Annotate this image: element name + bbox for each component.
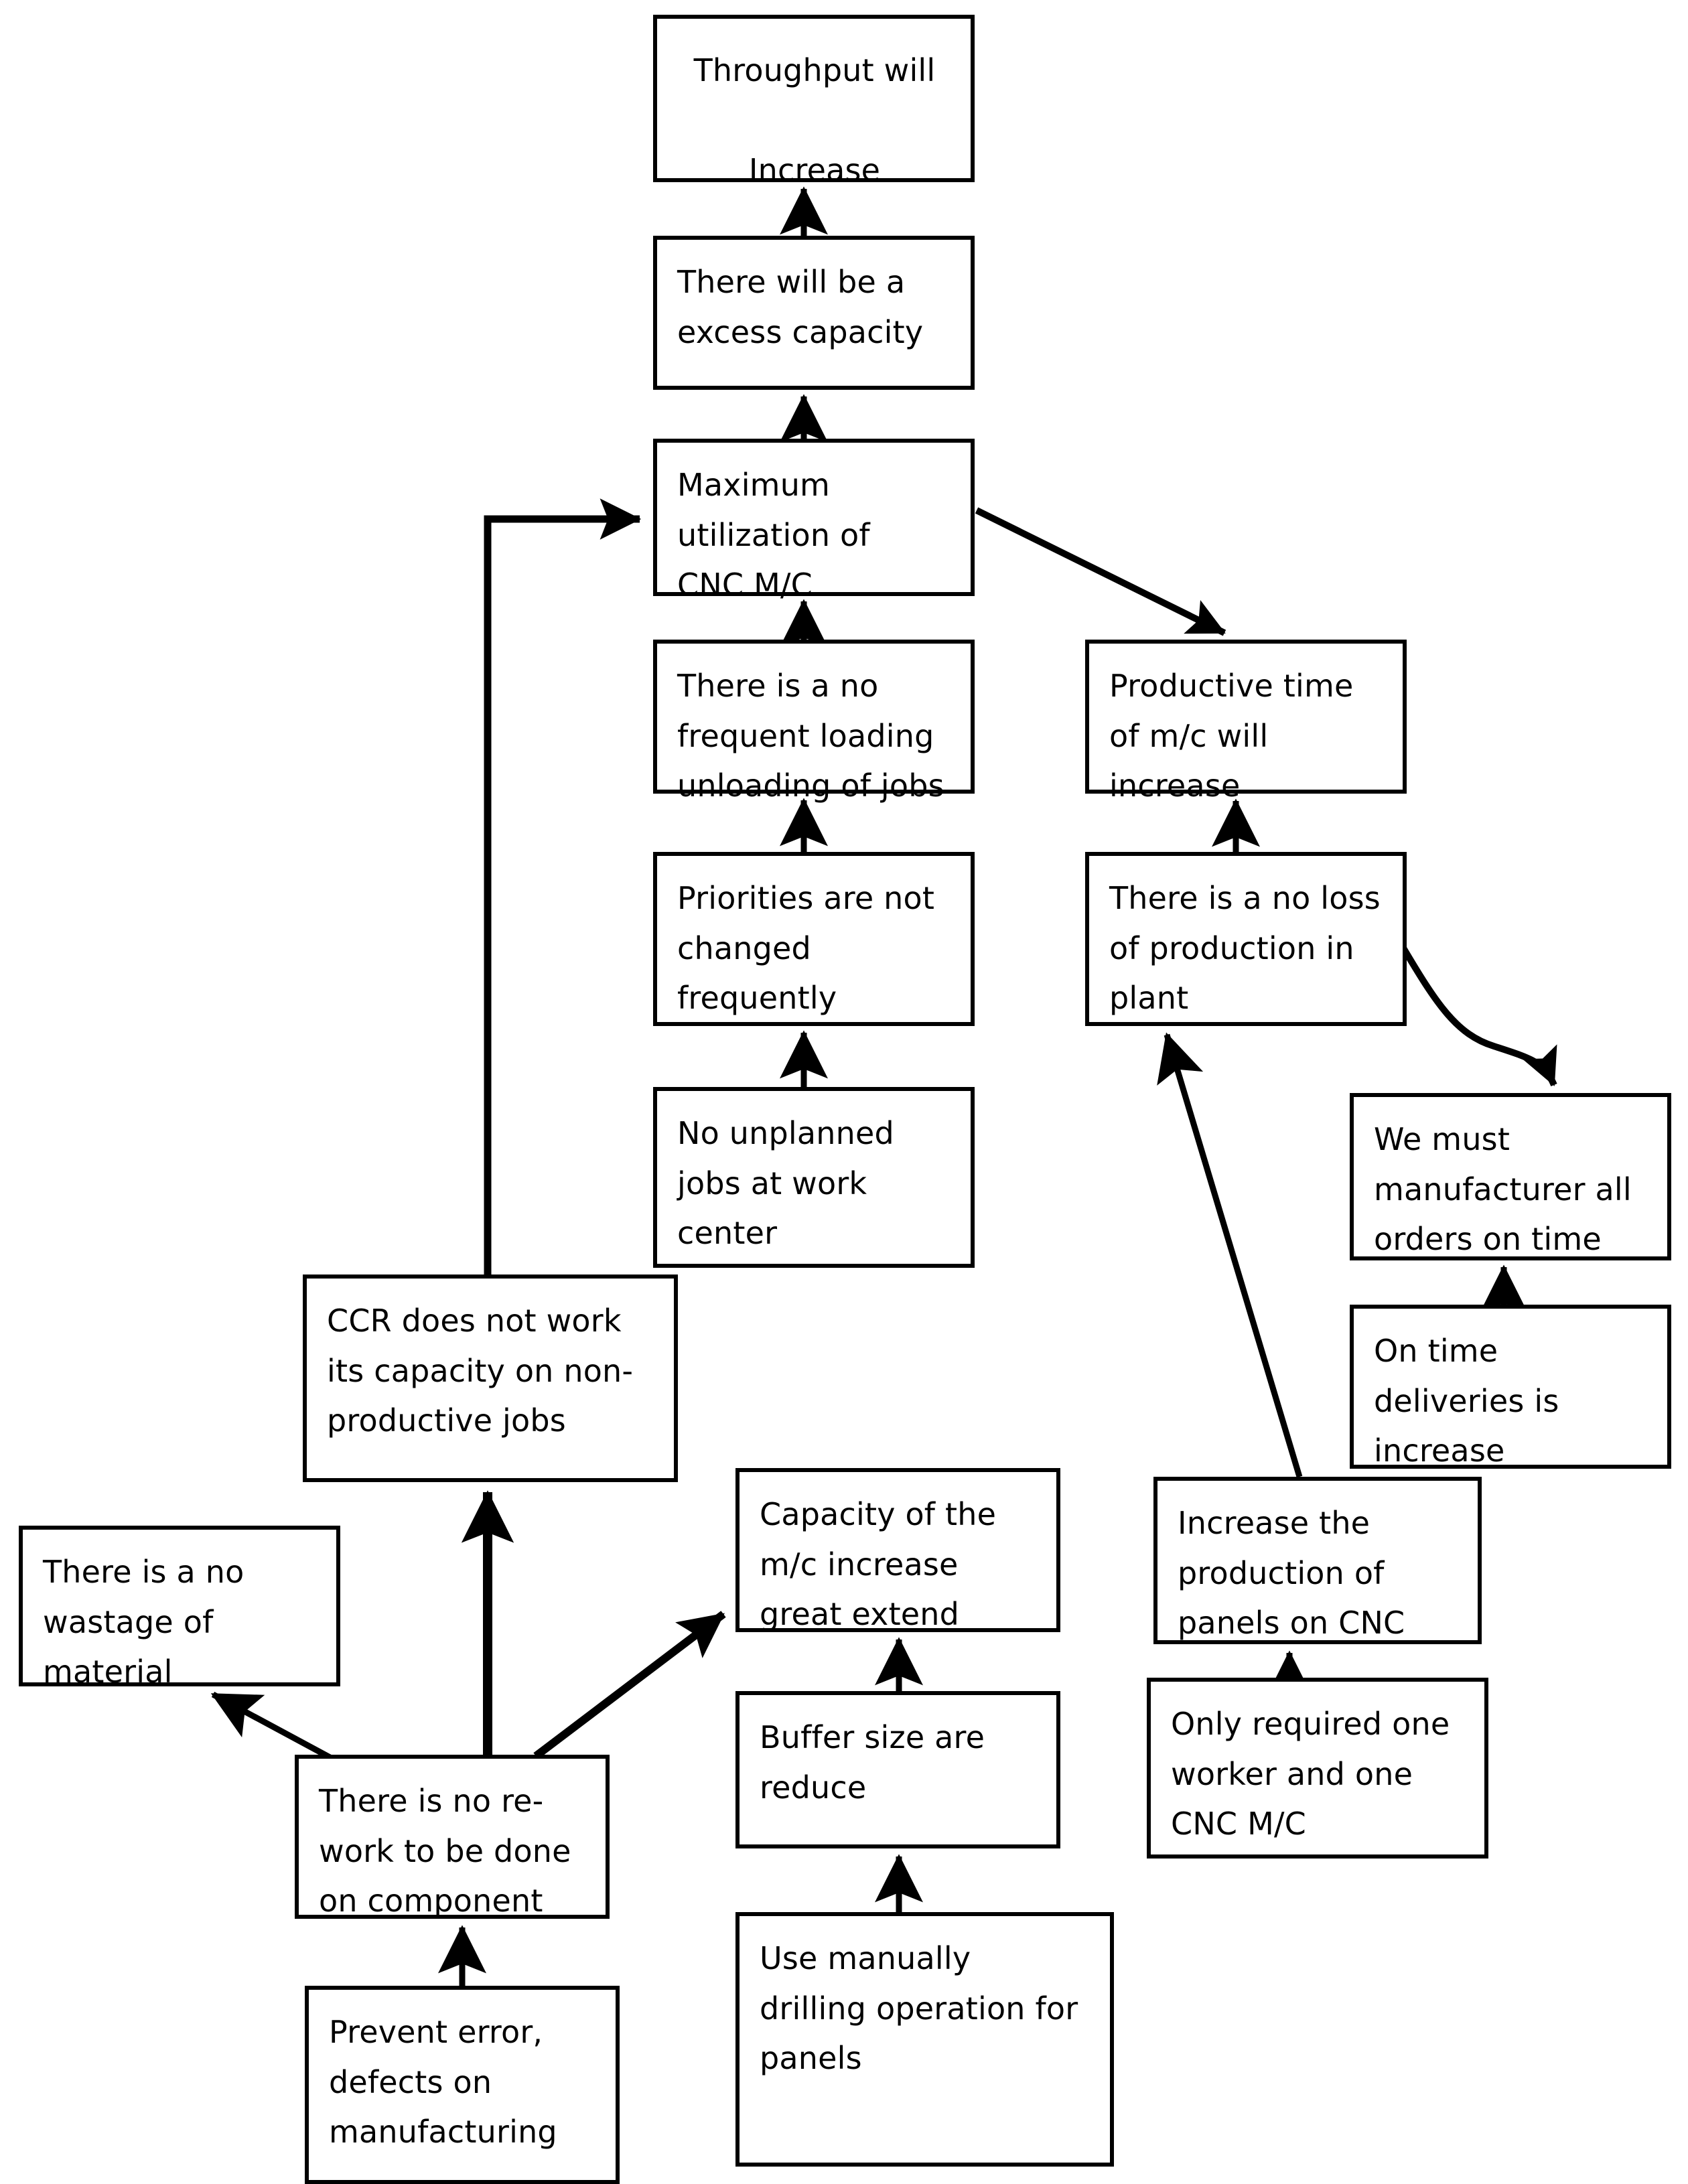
edge-no-rework-to-no-wastage xyxy=(210,1692,337,1763)
node-only-one-worker[interactable]: Only required one worker and one CNC M/C xyxy=(1147,1678,1488,1859)
edge-no-loss-to-we-must-manufacture xyxy=(1399,944,1557,1087)
edge-increase-panels-to-no-loss xyxy=(1157,1032,1303,1478)
node-ccr[interactable]: CCR does not work its capacity on non- p… xyxy=(303,1275,678,1482)
node-max-utilization[interactable]: Maximum utilization of CNC M/C xyxy=(653,439,975,603)
node-excess-capacity[interactable]: There will be a excess capacity xyxy=(653,236,975,390)
node-capacity-mc[interactable]: Capacity of the m/c increase great exten… xyxy=(735,1468,1060,1632)
node-no-rework[interactable]: There is no re- work to be done on compo… xyxy=(295,1755,610,1919)
edge-max-utilization-to-productive-time xyxy=(975,507,1226,636)
node-no-wastage[interactable]: There is a no wastage of material xyxy=(19,1526,340,1690)
node-buffer-size[interactable]: Buffer size are reduce xyxy=(735,1691,1060,1848)
node-use-manual-drill[interactable]: Use manually drilling operation for pane… xyxy=(735,1912,1114,2167)
node-prevent-error[interactable]: Prevent error, defects on manufacturing xyxy=(305,1986,620,2184)
node-productive-time[interactable]: Productive time of m/c will increase xyxy=(1085,640,1407,804)
node-no-frequent-load[interactable]: There is a no frequent loading unloading… xyxy=(653,640,975,804)
edge-no-rework-to-capacity-mc xyxy=(533,1611,726,1759)
node-throughput[interactable]: Throughput will Increase xyxy=(653,15,975,188)
node-no-loss[interactable]: There is a no loss of production in plan… xyxy=(1085,852,1407,1026)
node-on-time-deliveries[interactable]: On time deliveries is increase xyxy=(1350,1305,1671,1469)
node-we-must-manufacture[interactable]: We must manufacturer all orders on time xyxy=(1350,1093,1671,1260)
node-no-unplanned[interactable]: No unplanned jobs at work center xyxy=(653,1087,975,1268)
node-increase-panels[interactable]: Increase the production of panels on CNC xyxy=(1153,1477,1482,1644)
node-priorities[interactable]: Priorities are not changed frequently xyxy=(653,852,975,1026)
